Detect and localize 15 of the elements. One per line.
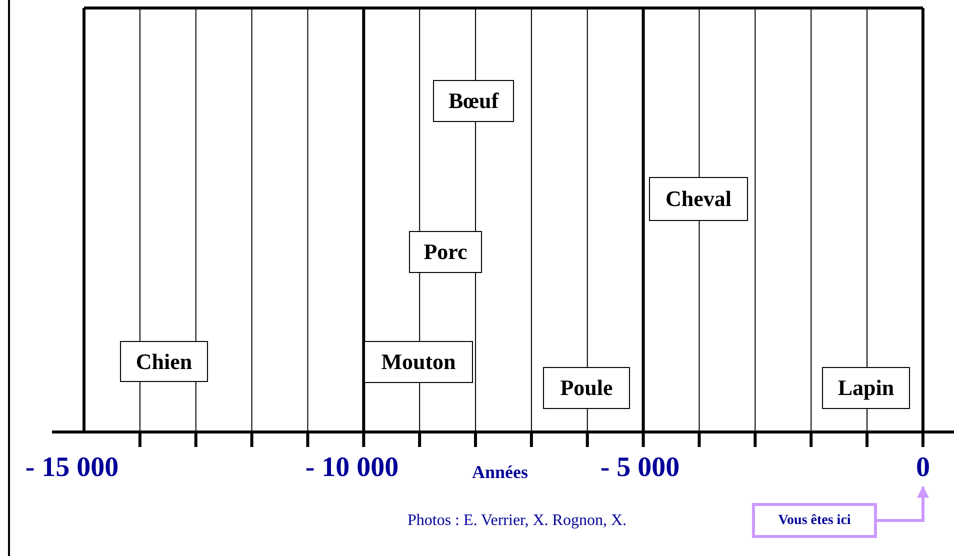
arrow — [877, 486, 929, 522]
species-label: Porc — [409, 231, 482, 273]
axis-title: Années — [472, 462, 528, 483]
species-label: Chien — [120, 341, 208, 382]
photo-credit: Photos : E. Verrier, X. Rognon, X. — [407, 512, 627, 530]
species-label: Cheval — [649, 177, 748, 221]
species-label: Lapin — [822, 367, 910, 409]
species-label: Bœuf — [433, 80, 514, 122]
axis-tick-label: 0 — [916, 452, 930, 484]
axis-tick-label: - 15 000 — [25, 452, 119, 484]
species-label: Poule — [543, 367, 630, 409]
axis-tick-label: - 5 000 — [600, 452, 680, 484]
axis-tick-label: - 10 000 — [305, 452, 399, 484]
species-label: Mouton — [364, 341, 473, 383]
you-are-here-callout: Vous êtes ici — [752, 503, 877, 538]
